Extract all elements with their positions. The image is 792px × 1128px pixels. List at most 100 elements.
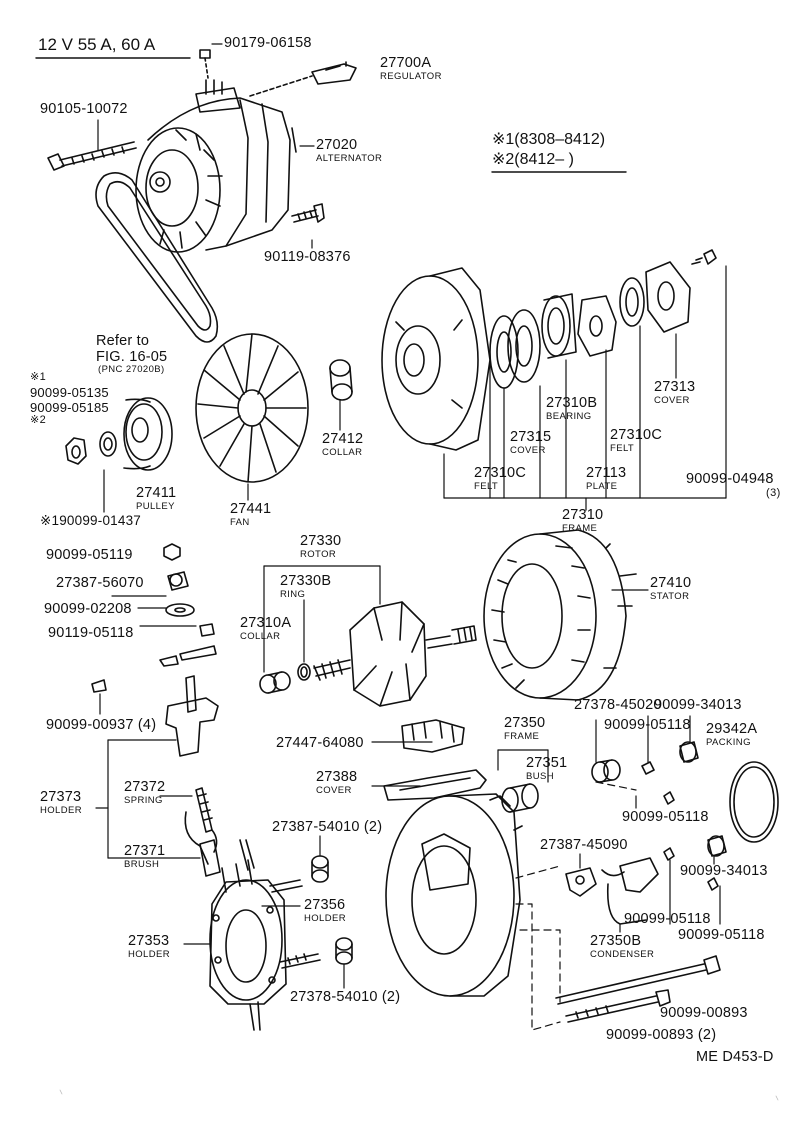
refer-line-2: FIG. 16-05: [96, 349, 168, 365]
label-cover-a: COVER: [510, 445, 546, 456]
label-90099-34013-a: 90099-34013: [654, 697, 742, 713]
label-felt-a: FELT: [474, 481, 499, 492]
rear-frame-drawing: [385, 793, 523, 997]
label-frame-a: FRAME: [562, 523, 598, 534]
label-27387-54010: 27387-54010 (2): [272, 819, 383, 835]
label-27410: 27410: [650, 575, 692, 591]
label-cover-b: COVER: [654, 395, 690, 406]
label-27113: 27113: [586, 465, 627, 481]
label-27350: 27350: [504, 715, 546, 731]
label-cover-c: COVER: [316, 785, 352, 796]
label-90099-00893-a: 90099-00893: [660, 1005, 748, 1021]
label-27310: 27310: [562, 507, 604, 523]
label-90099-05185: 90099-05185: [30, 400, 109, 415]
label-bearing: BEARING: [546, 411, 592, 422]
label-collar-b: COLLAR: [240, 631, 281, 642]
front-bracket-lines: [103, 145, 727, 513]
label-27310c-a: 27310C: [474, 465, 526, 481]
label-27330: 27330: [300, 533, 342, 549]
label-90105-10072: 90105-10072: [40, 101, 128, 117]
label-90099-02208: 90099-02208: [44, 601, 132, 617]
label-felt-b: FELT: [610, 443, 635, 454]
alternator-drawing: [135, 49, 357, 253]
label-regulator: REGULATOR: [380, 71, 442, 82]
label-frame-b: FRAME: [504, 731, 540, 742]
label-collar: COLLAR: [322, 447, 363, 458]
label-90099-05118-b: 90099-05118: [622, 809, 709, 825]
label-alternator: ALTERNATOR: [316, 153, 383, 164]
label-star-2: ※2: [30, 414, 47, 426]
label-27441: 27441: [230, 501, 272, 517]
stator-drawing: [483, 529, 637, 701]
label-27351: 27351: [526, 755, 568, 771]
label-ring: RING: [280, 589, 306, 600]
label-90119-08376: 90119-08376: [264, 249, 351, 265]
cover-parts-drawing: [383, 719, 487, 801]
refer-line-3: (PNC 27020B): [98, 364, 165, 375]
label-90099-05118-a: 90099-05118: [604, 717, 691, 733]
label-spring: SPRING: [124, 795, 163, 806]
label-27378-45020: 27378-45020: [574, 697, 662, 713]
label-stator: STATOR: [650, 591, 690, 602]
screw-04948-drawing: [691, 249, 717, 265]
label-90099-04948: 90099-04948: [686, 471, 774, 487]
label-fan: FAN: [230, 517, 250, 528]
condition-note-2: ※2(8412– ): [492, 151, 574, 168]
label-90099-05119: 90099-05119: [46, 547, 133, 563]
label-27310c-b: 27310C: [610, 427, 662, 443]
leader-lines: [97, 43, 721, 989]
label-27412: 27412: [322, 431, 364, 447]
label-holder-b: HOLDER: [304, 913, 346, 924]
long-bolt-drawing: [47, 141, 137, 171]
diagram-code: ME D453-D: [696, 1049, 774, 1065]
brush-holder-drawing: [165, 675, 221, 877]
label-90099-05118-c: 90099-05118: [624, 911, 711, 927]
label-condenser: CONDENSER: [590, 949, 655, 960]
label-90099-01437: ※190099-01437: [40, 513, 141, 528]
through-bolts-drawing: [555, 955, 721, 1023]
rotor-bracket-lines: [263, 565, 381, 673]
label-27378-54010: 27378-54010 (2): [290, 989, 401, 1005]
small-bolt-drawing: [291, 203, 325, 223]
label-90099-00937: 90099-00937 (4): [46, 717, 157, 733]
label-rotor: ROTOR: [300, 549, 337, 560]
label-qty-3: (3): [766, 487, 781, 499]
label-90099-00893-b: 90099-00893 (2): [606, 1027, 717, 1043]
label-90099-05135: 90099-05135: [30, 385, 109, 400]
label-packing: PACKING: [706, 737, 751, 748]
label-27411: 27411: [136, 485, 177, 501]
rotor-drawing: [313, 601, 477, 707]
label-27020: 27020: [316, 137, 358, 153]
label-27315: 27315: [510, 429, 552, 445]
label-27387-45090: 27387-45090: [540, 837, 628, 853]
label-27371: 27371: [124, 843, 166, 859]
holder-bracket-lines: [95, 739, 201, 859]
refer-line-1: Refer to: [96, 333, 150, 349]
label-27387-56070: 27387-56070: [56, 575, 144, 591]
collar-27412-drawing: [329, 359, 353, 401]
front-housing-drawing: [381, 267, 491, 451]
label-27447-64080: 27447-64080: [276, 735, 364, 751]
label-27310a: 27310A: [240, 615, 292, 631]
fan-drawing: [195, 333, 309, 483]
label-star-1: ※1: [30, 371, 47, 383]
page-title: 12 V 55 A, 60 A: [38, 35, 156, 54]
label-brush: BRUSH: [124, 859, 160, 870]
label-90119-05118: 90119-05118: [48, 625, 134, 641]
label-27372: 27372: [124, 779, 166, 795]
dashed-leaders: [515, 781, 637, 1031]
small-parts-drawing: [91, 543, 217, 693]
label-27313: 27313: [654, 379, 696, 395]
label-27330b: 27330B: [280, 573, 332, 589]
label-90179-06158: 90179-06158: [224, 35, 312, 51]
label-holder-a: HOLDER: [40, 805, 82, 816]
label-90099-34013-b: 90099-34013: [680, 863, 768, 879]
label-27356: 27356: [304, 897, 346, 913]
label-90099-05118-d: 90099-05118: [678, 927, 765, 943]
pulley-drawing: [65, 397, 173, 471]
label-29342a: 29342A: [706, 721, 758, 737]
label-27353: 27353: [128, 933, 170, 949]
label-holder-c: HOLDER: [128, 949, 170, 960]
